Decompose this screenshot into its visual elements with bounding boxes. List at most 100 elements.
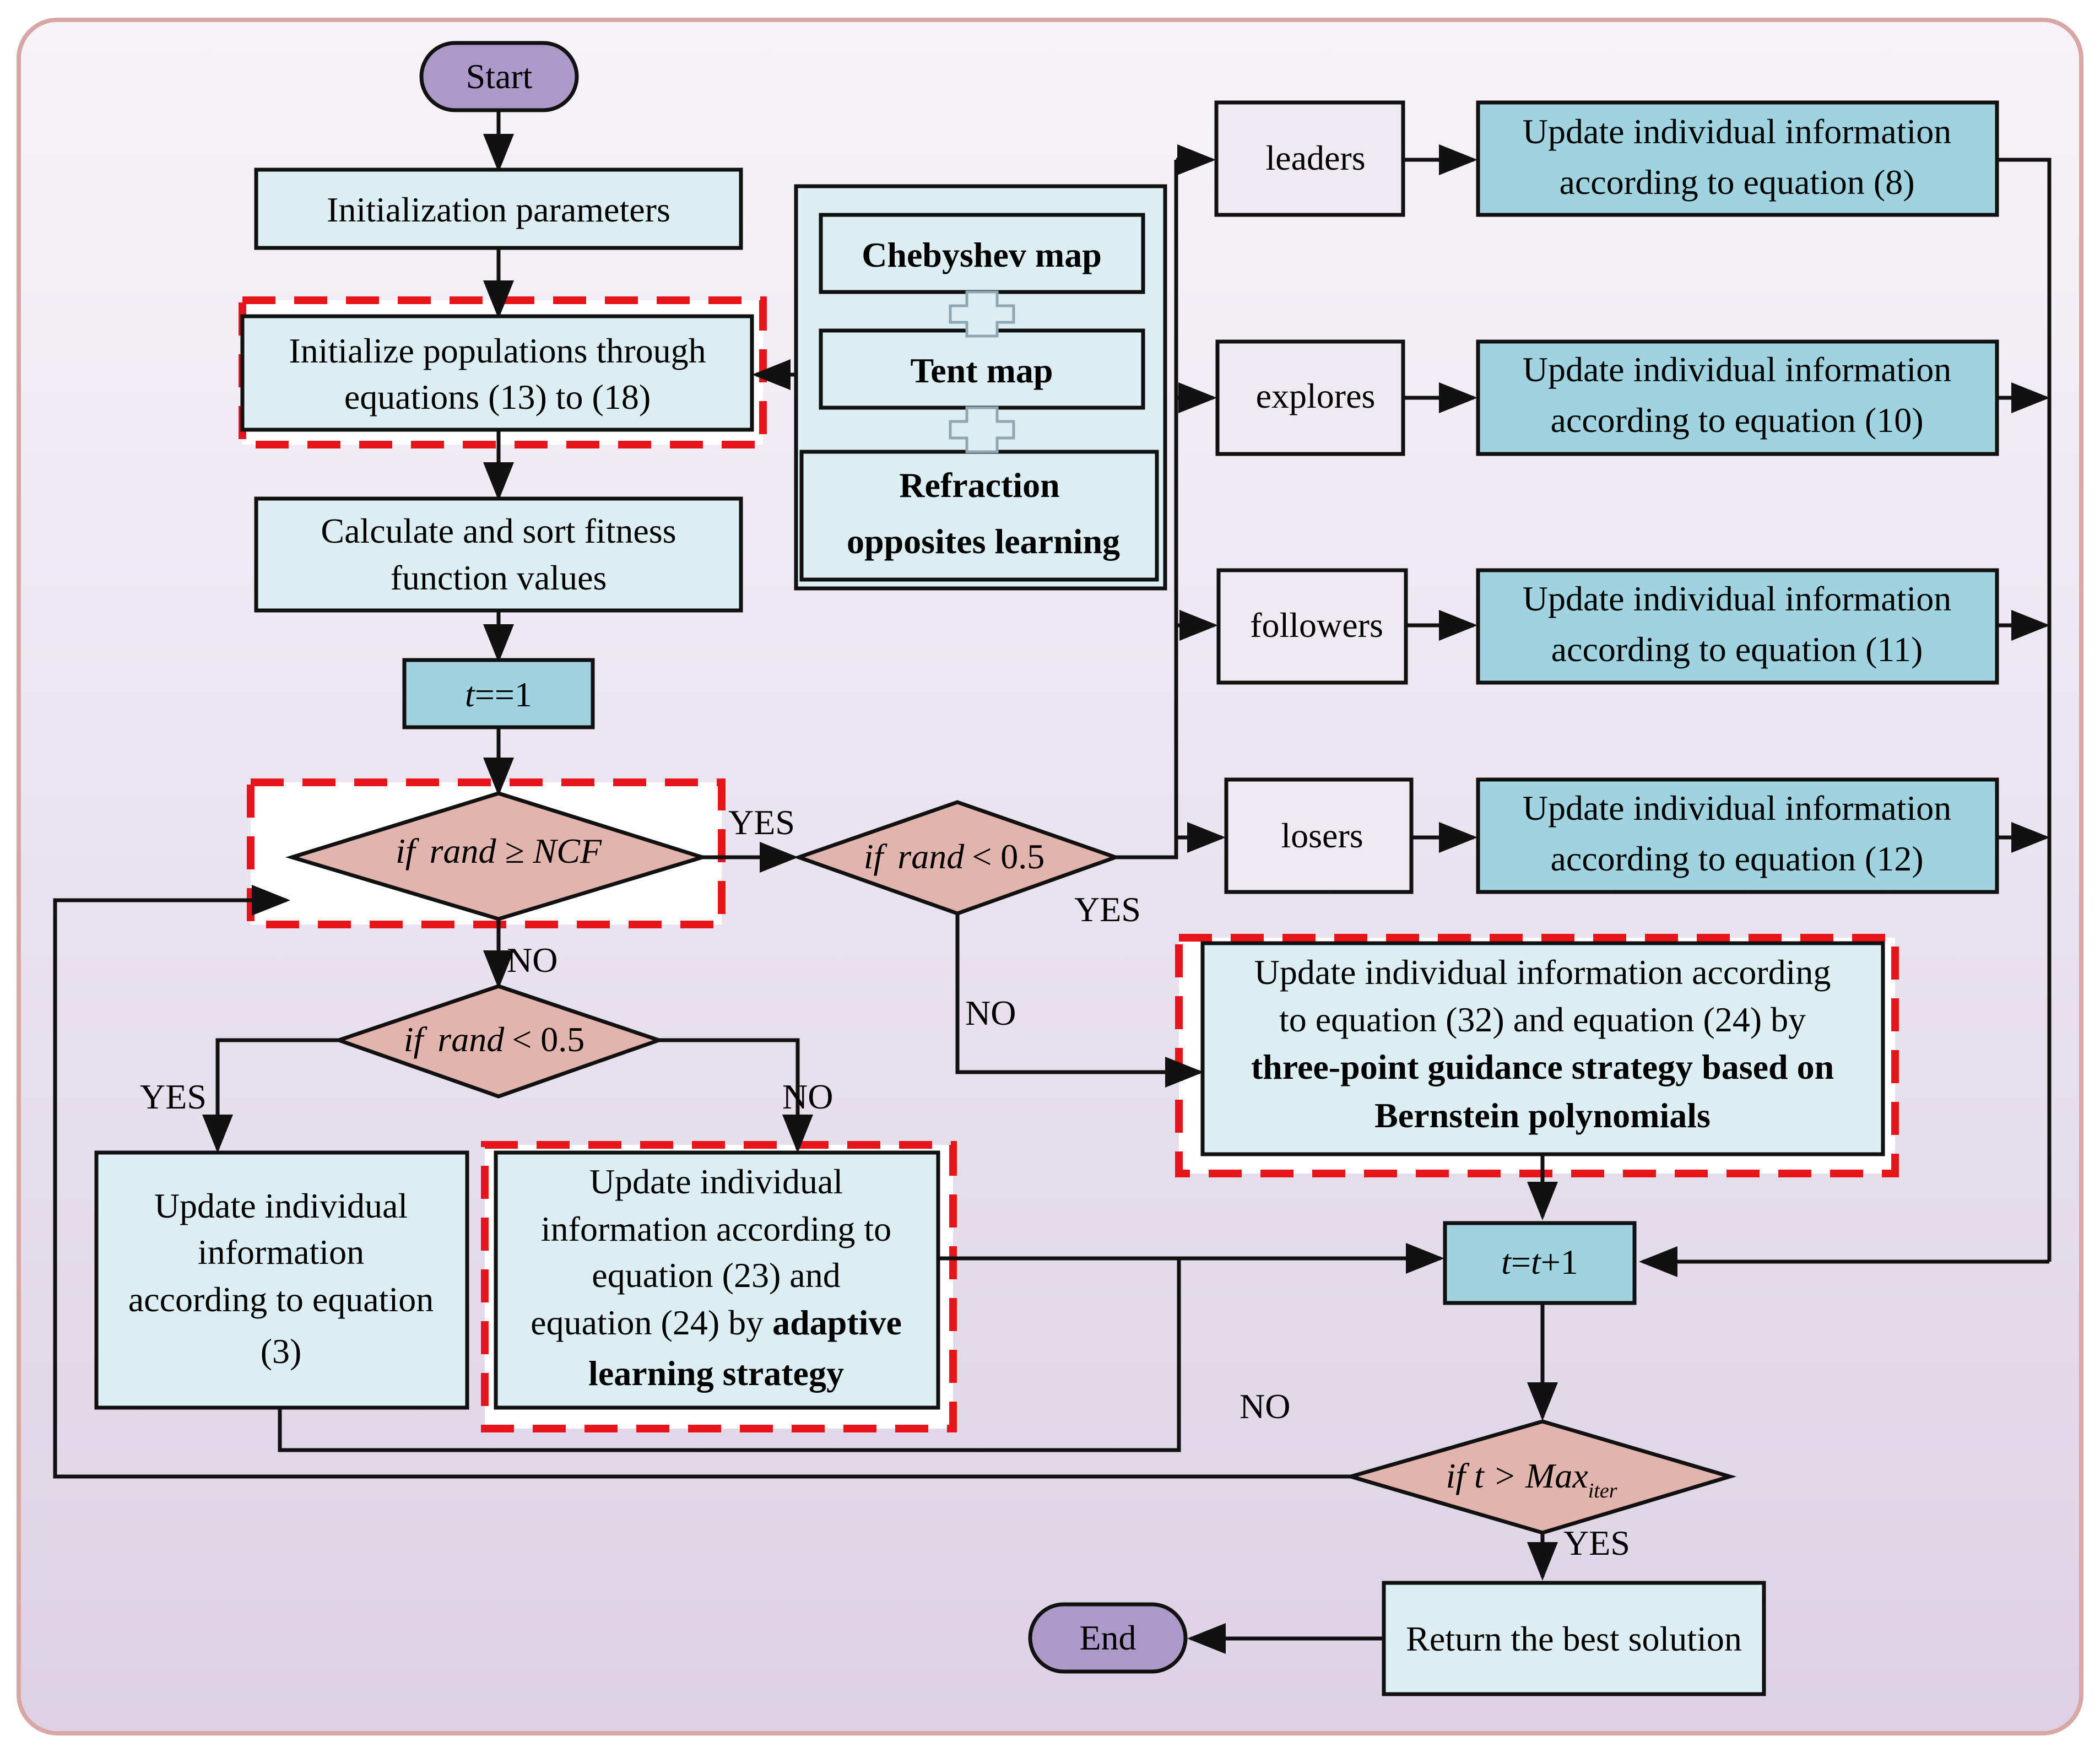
refraction-label-2: opposites learning [847, 522, 1120, 561]
upd11-label-1: Update individual information [1523, 579, 1952, 618]
upd23-label-4: equation (24) by adaptive [531, 1303, 902, 1342]
adaptive-learning-box [494, 1150, 940, 1410]
chebyshev-box [819, 213, 1145, 294]
end-terminal [1028, 1602, 1188, 1674]
upd12-label-1: Update individual information [1523, 788, 1952, 828]
upd10-label-1: Update individual information [1523, 350, 1952, 389]
highlight-adaptive-learning-border [481, 1141, 957, 1432]
start-label: Start [466, 57, 533, 96]
rand2-rest: < 0.5 [512, 1020, 584, 1059]
upd32-label-3: three-point guidance strategy based on [1251, 1047, 1834, 1086]
max-sub: iter [1588, 1479, 1617, 1502]
no-label-rand2: NO [782, 1077, 833, 1116]
leaders-label: leaders [1265, 138, 1365, 177]
plus-connector-1 [949, 290, 1015, 338]
upd10-label-2: according to equation (10) [1550, 401, 1923, 440]
chebyshev-label: Chebyshev map [862, 235, 1102, 274]
t-increment-box [1443, 1221, 1637, 1305]
edge-max-no-loop [53, 885, 1351, 1479]
three-point-box [1200, 941, 1885, 1156]
upd3-label-4: (3) [261, 1332, 302, 1371]
update-eq8-box [1476, 100, 1999, 217]
update-eq10-box [1476, 339, 1999, 456]
edge-rand1-yes-trunk [1116, 160, 1178, 859]
yes-label-max: YES [1563, 1523, 1630, 1562]
upd23-label-2: information according to [541, 1209, 891, 1248]
init-population-box [240, 314, 754, 432]
t-inc-eq: = [1511, 1242, 1531, 1281]
edge-upd8-right [1997, 158, 2052, 1262]
t-init-box [402, 658, 595, 729]
update-eq3-box [94, 1150, 469, 1410]
refraction-label-1: Refraction [899, 466, 1059, 505]
rand2-decision [333, 984, 665, 1099]
update-eq11-box [1476, 568, 1999, 685]
yes-label-rand2: YES [140, 1077, 207, 1116]
ncf-decision [285, 791, 709, 921]
t-init-rest: ==1 [475, 675, 532, 714]
return-best-label: Return the best solution [1406, 1619, 1742, 1658]
upd3-label-1: Update individual [154, 1186, 408, 1225]
plus-connector-2 [949, 406, 1015, 453]
return-best-box [1382, 1581, 1766, 1696]
tent-label: Tent map [910, 351, 1053, 390]
upd8-label-2: according to equation (8) [1559, 163, 1914, 202]
upd12-label-2: according to equation (12) [1550, 839, 1923, 878]
losers-label: losers [1281, 816, 1363, 855]
init-population-label-1: Initialize populations through [289, 331, 706, 370]
t-init-label: t==1 [465, 675, 532, 714]
upd23-label-5: learning strategy [588, 1354, 844, 1393]
upd23-label-1: Update individual [589, 1162, 843, 1201]
followers-label: followers [1250, 605, 1383, 645]
upd32-label-1: Update individual information according [1254, 953, 1831, 992]
edge-upd3-to-junction [278, 1258, 1181, 1452]
followers-box [1216, 568, 1408, 685]
upd32-label-4: Bernstein polynomials [1374, 1096, 1711, 1135]
calc-sort-box [254, 496, 743, 613]
yes-label-ncf: YES [728, 803, 795, 842]
upd23-label-4a: equation (24) by [531, 1303, 772, 1342]
upd3-label-3: according to equation [128, 1280, 434, 1319]
edge-rand2-yes [202, 1038, 339, 1153]
edge-rand2-no [659, 1038, 813, 1153]
no-label-rand1: NO [965, 993, 1016, 1032]
t-init-var: t [465, 675, 476, 714]
highlight-three-point-border [1175, 934, 1899, 1177]
upd32-label-2: to equation (32) and equation (24) by [1279, 1000, 1806, 1039]
t-increment-label: t=t+1 [1501, 1242, 1578, 1281]
no-label-ncf: NO [507, 940, 558, 980]
explores-label: explores [1256, 376, 1376, 415]
t-inc-var1: t [1501, 1242, 1512, 1281]
t-inc-var2: t [1531, 1242, 1542, 1281]
yes-label-rand1: YES [1074, 890, 1141, 929]
ncf-expr: rand ≥ NCF [430, 831, 602, 870]
init-params-box [254, 167, 743, 250]
calc-sort-label-1: Calculate and sort fitness [321, 511, 676, 550]
rand1-rest: < 0.5 [972, 837, 1044, 876]
upd23-label-4b: adaptive [772, 1303, 902, 1342]
upd23-label-3: equation (23) and [592, 1256, 840, 1295]
calc-sort-label-2: function values [391, 558, 607, 597]
init-population-label-2: equations (13) to (18) [344, 377, 651, 417]
init-params-label: Initialization parameters [327, 190, 670, 229]
upd11-label-2: according to equation (11) [1551, 630, 1923, 669]
rand2-var: rand [437, 1020, 505, 1059]
leaders-box [1214, 100, 1405, 217]
end-label: End [1079, 1618, 1136, 1657]
no-label-max: NO [1240, 1387, 1290, 1426]
max-iter-decision [1344, 1419, 1737, 1535]
upd3-label-2: information [198, 1232, 364, 1272]
t-inc-rest: +1 [1541, 1242, 1578, 1281]
upd8-label-1: Update individual information [1523, 112, 1952, 151]
update-eq12-box [1476, 777, 1999, 894]
rand1-var: rand [897, 837, 965, 876]
explores-box [1215, 339, 1405, 456]
refraction-box [799, 450, 1159, 582]
rand1-decision [793, 800, 1122, 916]
max-expr: if t > Max [1446, 1456, 1588, 1495]
losers-box [1224, 777, 1414, 894]
edge-rand1-no [955, 913, 1204, 1088]
start-terminal [419, 41, 579, 112]
max-iter-decision-label: if t > Maxiter [1446, 1456, 1617, 1502]
